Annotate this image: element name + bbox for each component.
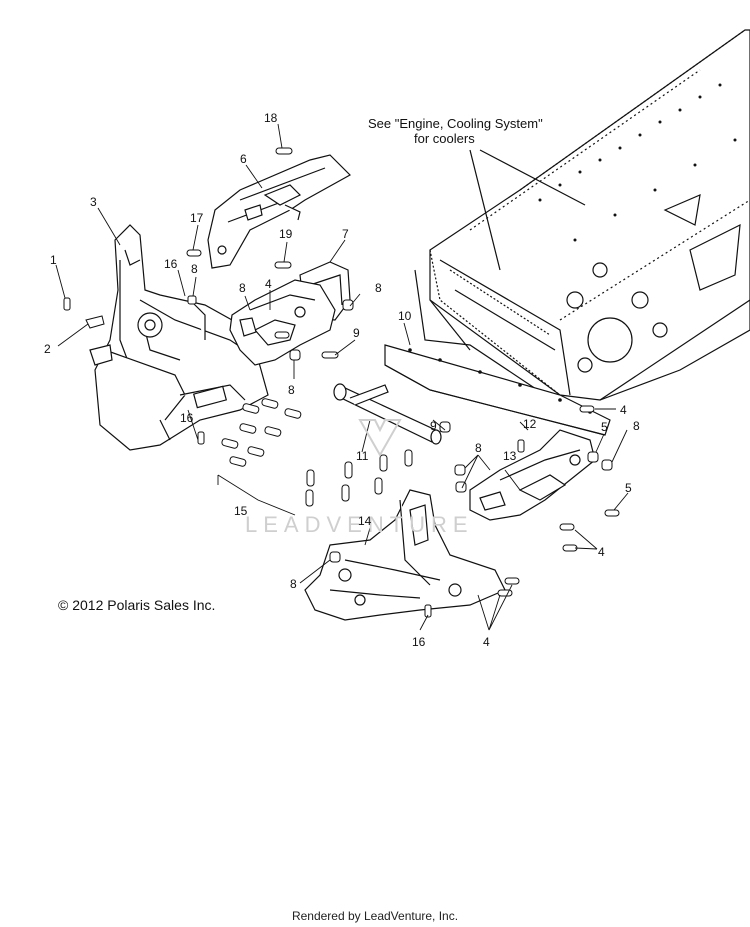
callout-15: 15 [234, 504, 248, 518]
callout-6: 6 [240, 152, 247, 166]
callout-8-f: 8 [475, 441, 482, 455]
callout-8-b: 8 [239, 281, 246, 295]
callout-8-a: 8 [191, 262, 198, 276]
callout-4-a: 4 [265, 277, 272, 291]
mount-4-left [229, 279, 336, 366]
footer-text: Rendered by LeadVenture, Inc. [291, 909, 459, 923]
bracket-6 [207, 154, 351, 269]
callouts: 18 6 3 17 19 7 1 16 8 8 4 8 10 9 2 8 4 1… [44, 111, 640, 649]
callout-4-c: 4 [598, 545, 605, 559]
callout-19: 19 [279, 227, 293, 241]
note-line-2: for coolers [414, 131, 475, 146]
callout-1: 1 [50, 253, 57, 267]
copyright-text: © 2012 Polaris Sales Inc. [58, 597, 216, 613]
callout-5-b: 5 [625, 481, 632, 495]
callout-4-b: 4 [620, 403, 627, 417]
chassis-tunnel [414, 29, 750, 401]
leader-lines [55, 123, 629, 631]
callout-16-c: 16 [412, 635, 426, 649]
note-line-1: See "Engine, Cooling System" [368, 116, 543, 131]
callout-8-c: 8 [375, 281, 382, 295]
callout-9-b: 9 [430, 419, 437, 433]
axle-11 [333, 383, 442, 445]
bulkhead-assembly-3 [89, 224, 269, 451]
watermark-text: LEADVENTURE [245, 512, 474, 537]
callout-4-d: 4 [483, 635, 490, 649]
callout-2: 2 [44, 342, 51, 356]
watermark: LEADVENTURE [245, 419, 474, 537]
plate-10 [384, 344, 611, 436]
callout-8-g: 8 [290, 577, 297, 591]
callout-10: 10 [398, 309, 412, 323]
callout-3: 3 [90, 195, 97, 209]
mount-13-right [469, 429, 596, 521]
callout-13: 13 [503, 449, 517, 463]
callout-9-a: 9 [353, 326, 360, 340]
callout-16-a: 16 [164, 257, 178, 271]
callout-17: 17 [190, 211, 204, 225]
callout-8-e: 8 [633, 419, 640, 433]
front-frame-14 [304, 489, 506, 621]
callout-5-a: 5 [601, 420, 608, 434]
callout-7: 7 [342, 227, 349, 241]
callout-11: 11 [356, 449, 369, 463]
bolt-group-15 [221, 398, 413, 507]
callout-18: 18 [264, 111, 278, 125]
callout-16-b: 16 [180, 411, 194, 425]
callout-8-d: 8 [288, 383, 295, 397]
callout-14: 14 [358, 514, 372, 528]
callout-12: 12 [523, 417, 537, 431]
